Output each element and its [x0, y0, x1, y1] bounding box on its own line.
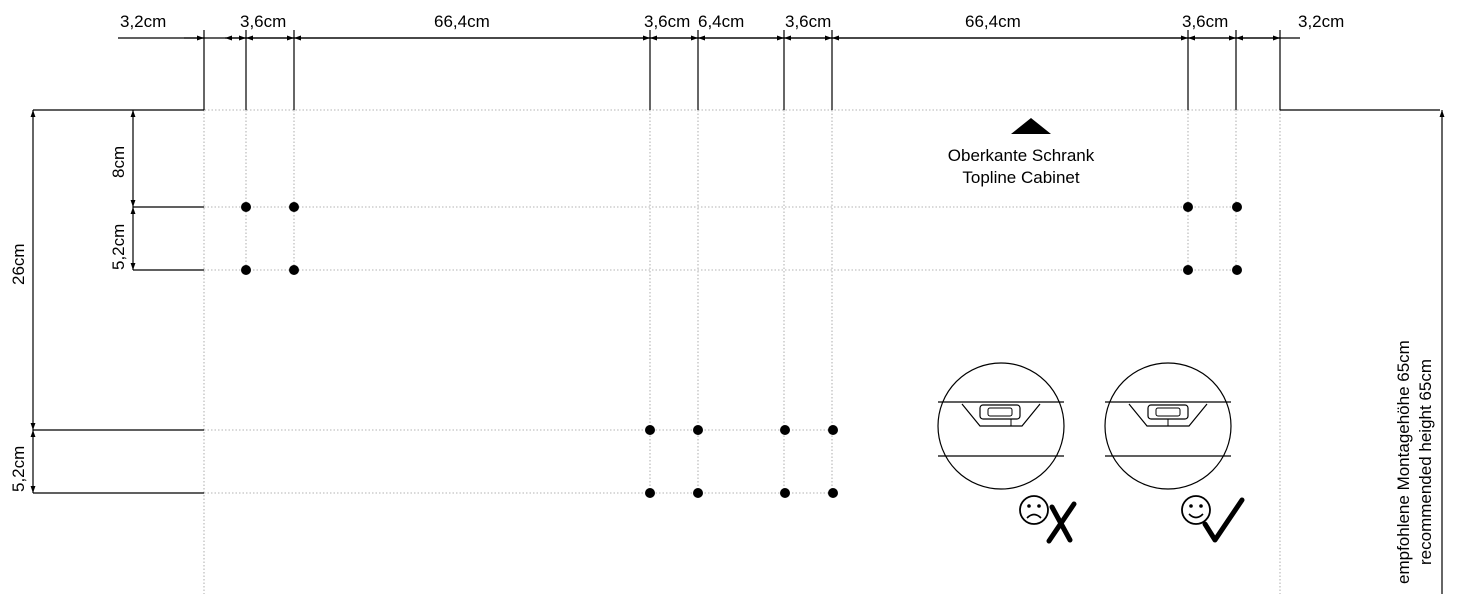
height-label-english: recommended height 65cm — [1416, 359, 1435, 565]
dim-right-margin: 3,2cm — [1298, 12, 1344, 31]
sad-face-icon — [1019, 495, 1049, 525]
hole — [645, 425, 655, 435]
recommended-height-label: empfohlene Montagehöhe 65cm recommended … — [1394, 340, 1435, 584]
hole — [1232, 265, 1242, 275]
hole — [289, 202, 299, 212]
dim-left-margin: 3,2cm — [120, 12, 166, 31]
hole — [241, 202, 251, 212]
cross-mark-icon — [1046, 501, 1077, 544]
mounting-holes — [241, 202, 1242, 498]
level-indicator-correct — [1104, 362, 1245, 543]
hole — [241, 265, 251, 275]
hole — [828, 425, 838, 435]
dim-span-left: 66,4cm — [434, 12, 490, 31]
hole — [1232, 202, 1242, 212]
hole — [1183, 265, 1193, 275]
top-dimension-line — [33, 30, 1440, 111]
hole — [693, 488, 703, 498]
dim-span-right: 66,4cm — [965, 12, 1021, 31]
level-indicator-wrong — [937, 362, 1077, 544]
dim-total-height: 26cm — [9, 243, 28, 285]
triangle-up-icon — [1011, 118, 1051, 134]
dim-hole-spacing-1: 3,6cm — [240, 12, 286, 31]
smiley-face-icon — [1181, 495, 1211, 525]
hole — [780, 488, 790, 498]
dim-center-gap: 6,4cm — [698, 12, 744, 31]
check-mark-icon — [1202, 497, 1245, 543]
hole — [1183, 202, 1193, 212]
dim-upper-spacing: 5,2cm — [109, 224, 128, 270]
topline-marker: Oberkante Schrank Topline Cabinet — [948, 118, 1095, 187]
dim-hole-spacing-2: 3,6cm — [644, 12, 690, 31]
topline-label-german: Oberkante Schrank — [948, 146, 1095, 165]
hole — [828, 488, 838, 498]
dim-lower-spacing: 5,2cm — [9, 446, 28, 492]
left-dimension-labels: 8cm 5,2cm 26cm 5,2cm — [9, 146, 128, 492]
dim-upper-gap: 8cm — [109, 146, 128, 178]
hole — [780, 425, 790, 435]
hole — [645, 488, 655, 498]
top-dimension-labels: 3,2cm 3,6cm 66,4cm 3,6cm 6,4cm 3,6cm 66,… — [120, 12, 1344, 31]
dim-hole-spacing-3: 3,6cm — [785, 12, 831, 31]
dim-hole-spacing-4: 3,6cm — [1182, 12, 1228, 31]
hole — [289, 265, 299, 275]
hole — [693, 425, 703, 435]
left-dimension-lines — [30, 110, 1445, 594]
topline-label-english: Topline Cabinet — [962, 168, 1079, 187]
height-label-german: empfohlene Montagehöhe 65cm — [1394, 340, 1413, 584]
